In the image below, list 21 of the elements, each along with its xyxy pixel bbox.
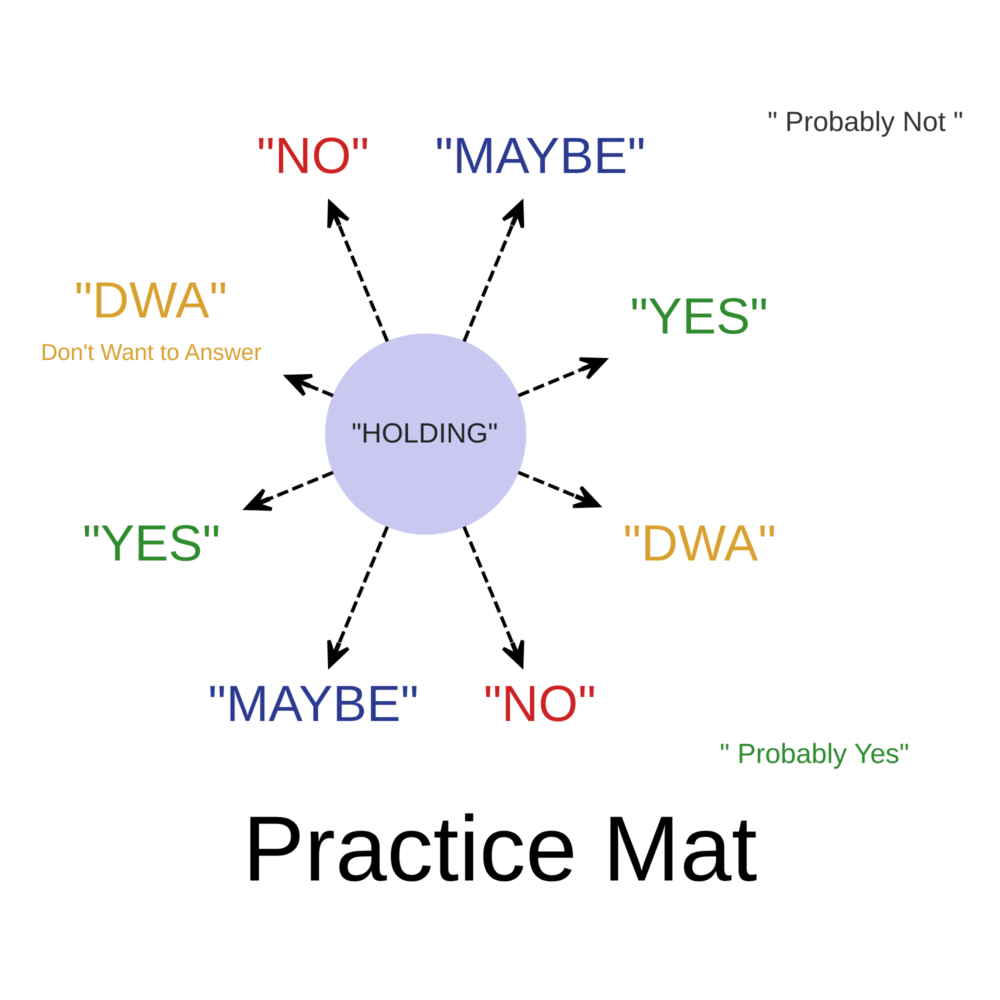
label: " Probably Not " — [768, 106, 964, 138]
arrow — [462, 526, 524, 668]
arrow — [327, 526, 389, 668]
node-text: "DWA" — [623, 514, 776, 572]
node-text: "YES" — [630, 288, 768, 345]
node-text: "YES" — [82, 514, 220, 572]
node-text: "MAYBE" — [208, 674, 419, 732]
node-text: "MAYBE" — [434, 127, 646, 184]
caption: Practice Mat — [242, 796, 758, 901]
arrow — [462, 200, 524, 342]
node-text: "DWA" — [74, 271, 228, 328]
arrow — [518, 470, 600, 508]
arrow — [285, 374, 334, 398]
node-text: "NO" — [256, 127, 370, 184]
arrow — [327, 200, 389, 342]
node-circle: "HOLDING" — [325, 333, 526, 535]
arrow — [244, 470, 334, 511]
label: " Probably Yes" — [720, 738, 910, 769]
arrow — [518, 357, 607, 398]
node-label: Don't Want to Answer — [40, 338, 262, 365]
node-text: "NO" — [484, 674, 596, 732]
